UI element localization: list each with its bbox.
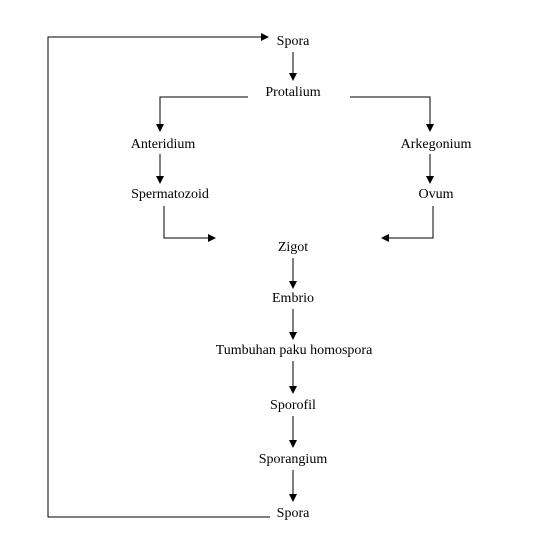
arrow-ovum-to-zigot bbox=[381, 206, 434, 242]
node-sporangium: Sporangium bbox=[258, 452, 328, 467]
arrow-cycle-loop-back bbox=[47, 33, 270, 518]
node-embrio: Embrio bbox=[272, 291, 314, 306]
node-spermatozoid: Spermatozoid bbox=[131, 187, 209, 202]
node-protalium: Protalium bbox=[265, 85, 321, 100]
arrow-protalium-to-arkegonium bbox=[350, 96, 434, 132]
node-zigot: Zigot bbox=[277, 240, 309, 255]
arrow-protalium-to-anteridium bbox=[156, 96, 248, 132]
arrow-spermatozoid-to-zigot bbox=[163, 206, 216, 242]
node-tumbuhan-paku-homospora: Tumbuhan paku homospora bbox=[215, 343, 373, 358]
node-spora-bottom: Spora bbox=[276, 506, 310, 521]
node-arkegonium: Arkegonium bbox=[400, 137, 472, 152]
node-ovum: Ovum bbox=[418, 187, 454, 202]
node-spora-top: Spora bbox=[276, 34, 310, 49]
node-sporofil: Sporofil bbox=[270, 398, 316, 413]
node-anteridium: Anteridium bbox=[130, 137, 196, 152]
